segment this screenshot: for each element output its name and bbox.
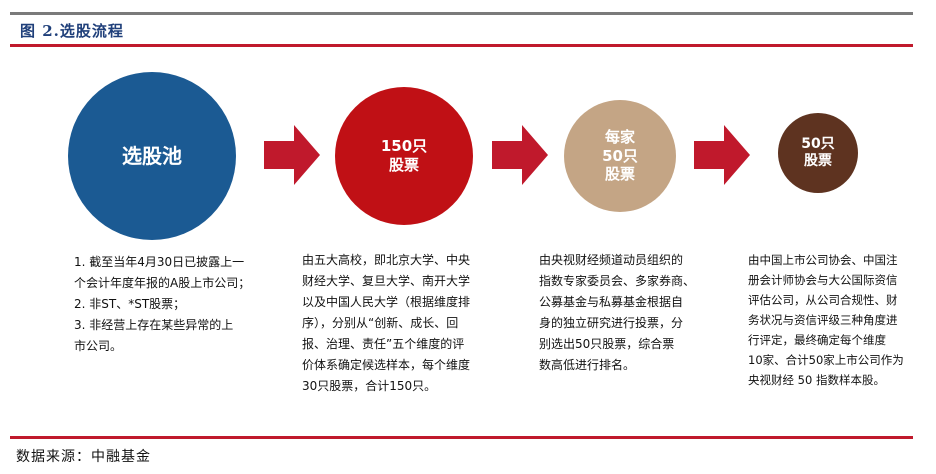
top-gray-rule — [10, 12, 913, 15]
step-description-committee-vote: 由央视财经频道动员组织的 指数专家委员会、多家券商、 公募基金与私募基金根据自 … — [539, 253, 696, 372]
right-arrow-icon — [492, 125, 548, 185]
data-source: 数据来源：中融基金 — [16, 449, 151, 465]
step-description-stock-pool: 1. 截至当年4月30日已披露上一 个会计年度年报的A股上市公司； 2. 非ST… — [74, 255, 251, 353]
right-arrow-icon — [694, 125, 750, 185]
step-description-universities: 由五大高校，即北京大学、中央 财经大学、复旦大学、南开大学 以及中国人民大学（根… — [302, 253, 471, 393]
step-circle-50-per-firm: 每家 50只 股票 — [564, 100, 676, 212]
footer-red-rule — [10, 436, 913, 439]
step-description-final-review: 由中国上市公司协会、中国注 册会计师协会与大公国际资信 评估公司，从公司合规性、… — [748, 253, 904, 387]
header-red-rule — [10, 44, 913, 47]
step-circle-50-stocks: 50只 股票 — [778, 113, 858, 193]
step-circle-150-stocks: 150只 股票 — [335, 87, 473, 225]
step-circle-stock-pool: 选股池 — [68, 72, 236, 240]
figure-title: 图 2.选股流程 — [20, 22, 124, 40]
right-arrow-icon — [264, 125, 320, 185]
